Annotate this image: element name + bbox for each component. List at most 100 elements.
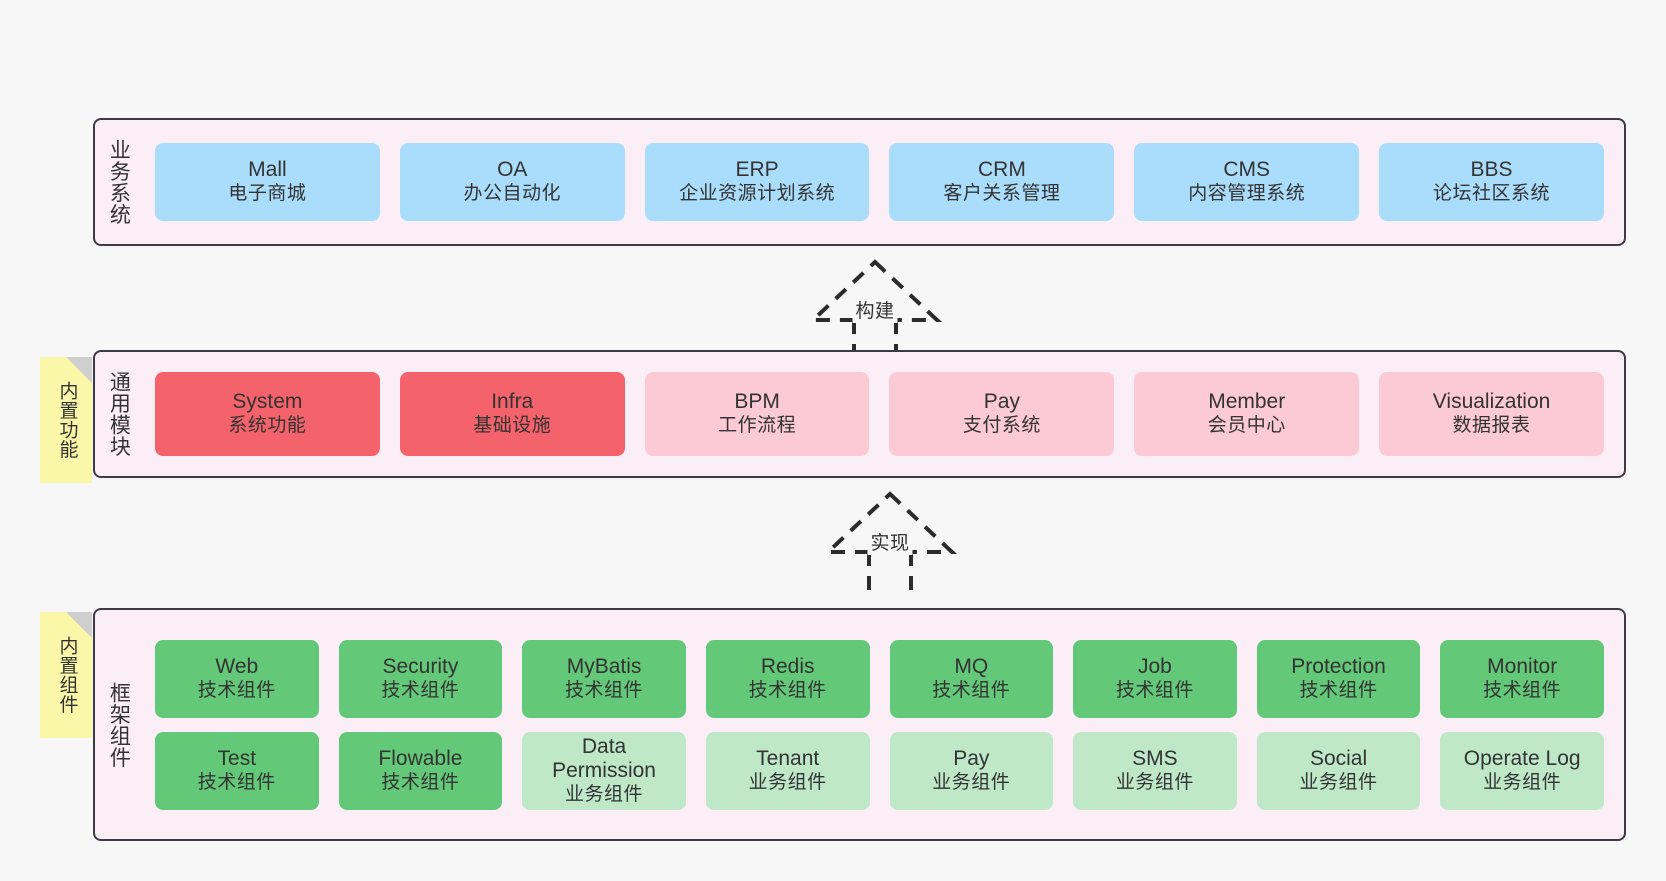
card-title-en: Flowable [378, 746, 463, 770]
card-title-cn: 技术组件 [748, 679, 827, 701]
card-redis[interactable]: Redis 技术组件 [705, 639, 870, 718]
card-mall[interactable]: Mall 电子商城 [155, 143, 380, 221]
card-title-cn: 技术组件 [1115, 679, 1194, 701]
card-title-cn: 技术组件 [381, 679, 460, 701]
layer-framework-component[interactable]: 框架组件 Web 技术组件 Security 技术组件 MyBatis 技术组件… [93, 608, 1626, 841]
card-title-en: MyBatis [566, 654, 642, 678]
layer-body-common-module: System 系统功能 Infra 基础设施 BPM 工作流程 Pay 支付系统… [141, 352, 1624, 476]
card-title-en: Data Permission [552, 734, 656, 783]
card-title-cn: 技术组件 [1483, 679, 1562, 701]
card-title-en: CRM [977, 158, 1026, 182]
card-infra[interactable]: Infra 基础设施 [399, 372, 625, 456]
note-fold-corner-icon [66, 357, 92, 383]
card-title-cn: 业务组件 [1483, 771, 1562, 793]
card-pay-business[interactable]: Pay 业务组件 [889, 731, 1054, 810]
connector-implement: 实现 [805, 490, 975, 590]
card-title-cn: 数据报表 [1452, 415, 1531, 437]
card-title-cn: 技术组件 [197, 771, 276, 793]
card-test[interactable]: Test 技术组件 [155, 731, 319, 810]
card-mybatis[interactable]: MyBatis 技术组件 [522, 639, 686, 718]
card-title-en: MQ [954, 654, 989, 678]
sticky-note-builtin-components[interactable]: 内置组件 [40, 612, 92, 738]
card-system[interactable]: System 系统功能 [155, 372, 380, 456]
card-title-en: Web [215, 654, 259, 678]
connector-implement-label: 实现 [867, 528, 913, 555]
card-tenant[interactable]: Tenant 业务组件 [705, 731, 870, 810]
card-title-cn: 企业资源计划系统 [679, 183, 836, 205]
card-title-en: Mall [248, 158, 287, 182]
layer-body-business-system: Mall 电子商城 OA 办公自动化 ERP 企业资源计划系统 CRM 客户关系… [141, 120, 1624, 244]
card-bpm[interactable]: BPM 工作流程 [644, 372, 870, 456]
connector-build: 构建 [790, 258, 960, 358]
card-security[interactable]: Security 技术组件 [338, 639, 503, 718]
card-pay[interactable]: Pay 支付系统 [889, 372, 1115, 456]
card-title-en: Monitor [1487, 654, 1558, 678]
card-oa[interactable]: OA 办公自动化 [399, 143, 625, 221]
card-title-en: System [232, 390, 303, 414]
card-title-en: Tenant [756, 746, 820, 770]
card-crm[interactable]: CRM 客户关系管理 [889, 143, 1115, 221]
card-title-cn: 技术组件 [1299, 679, 1378, 701]
card-title-en: Operate Log [1463, 746, 1581, 770]
card-mq[interactable]: MQ 技术组件 [889, 639, 1054, 718]
card-monitor[interactable]: Monitor 技术组件 [1440, 639, 1604, 718]
card-title-cn: 支付系统 [962, 415, 1041, 437]
card-title-cn: 办公自动化 [463, 183, 561, 205]
layer-business-system[interactable]: 业务系统 Mall 电子商城 OA 办公自动化 ERP 企业资源计划系统 CRM… [93, 118, 1626, 246]
card-web[interactable]: Web 技术组件 [155, 639, 319, 718]
layer-title-common-module: 通用模块 [107, 371, 131, 457]
card-title-cn: 客户关系管理 [943, 183, 1061, 205]
layer-common-module[interactable]: 通用模块 System 系统功能 Infra 基础设施 BPM 工作流程 Pay… [93, 350, 1626, 478]
layer-title-business-system: 业务系统 [107, 139, 131, 225]
card-operate-log[interactable]: Operate Log 业务组件 [1440, 731, 1604, 810]
sticky-note-label: 内置组件 [56, 636, 78, 714]
card-title-en: Protection [1291, 654, 1386, 678]
card-title-en: BBS [1470, 158, 1513, 182]
card-title-en: Visualization [1432, 390, 1551, 414]
card-erp[interactable]: ERP 企业资源计划系统 [644, 143, 870, 221]
card-title-en: Social [1309, 746, 1368, 770]
card-title-en: Infra [491, 390, 534, 414]
card-job[interactable]: Job 技术组件 [1073, 639, 1237, 718]
card-title-en: SMS [1132, 746, 1178, 770]
card-title-cn: 业务组件 [1299, 771, 1378, 793]
card-title-en: Security [382, 654, 459, 678]
card-title-en: Redis [760, 654, 815, 678]
card-title-cn: 技术组件 [565, 679, 644, 701]
card-title-en: Job [1138, 654, 1172, 678]
card-title-en: Pay [983, 390, 1020, 414]
card-protection[interactable]: Protection 技术组件 [1256, 639, 1421, 718]
card-flowable[interactable]: Flowable 技术组件 [338, 731, 503, 810]
card-title-cn: 技术组件 [932, 679, 1011, 701]
card-data-permission[interactable]: Data Permission 业务组件 [522, 731, 686, 810]
card-title-en: BPM [734, 390, 780, 414]
connector-build-label: 构建 [852, 296, 898, 323]
card-title-cn: 论坛社区系统 [1433, 183, 1551, 205]
card-title-en: Test [217, 746, 257, 770]
card-visualization[interactable]: Visualization 数据报表 [1379, 372, 1604, 456]
layer-title-framework-component: 框架组件 [107, 681, 131, 768]
card-title-en: ERP [735, 158, 779, 182]
card-sms[interactable]: SMS 业务组件 [1073, 731, 1237, 810]
card-bbs[interactable]: BBS 论坛社区系统 [1379, 143, 1604, 221]
sticky-note-label: 内置功能 [56, 381, 78, 459]
card-title-cn: 业务组件 [1115, 771, 1194, 793]
card-title-cn: 系统功能 [228, 415, 307, 437]
card-title-cn: 电子商城 [228, 183, 307, 205]
card-title-cn: 技术组件 [381, 771, 460, 793]
card-member[interactable]: Member 会员中心 [1134, 372, 1360, 456]
card-title-cn: 业务组件 [932, 771, 1011, 793]
card-cms[interactable]: CMS 内容管理系统 [1134, 143, 1360, 221]
card-title-cn: 业务组件 [748, 771, 827, 793]
card-title-en: Member [1208, 390, 1286, 414]
card-social[interactable]: Social 业务组件 [1256, 731, 1421, 810]
card-title-cn: 业务组件 [565, 784, 644, 806]
layer-body-framework-component: Web 技术组件 Security 技术组件 MyBatis 技术组件 Redi… [141, 610, 1624, 839]
card-title-cn: 会员中心 [1207, 415, 1286, 437]
card-title-cn: 工作流程 [718, 415, 797, 437]
card-title-cn: 内容管理系统 [1188, 183, 1306, 205]
framework-row-business: Test 技术组件 Flowable 技术组件 Data Permission … [145, 731, 1614, 810]
sticky-note-builtin-functions[interactable]: 内置功能 [40, 357, 92, 483]
framework-row-technical: Web 技术组件 Security 技术组件 MyBatis 技术组件 Redi… [145, 639, 1614, 718]
